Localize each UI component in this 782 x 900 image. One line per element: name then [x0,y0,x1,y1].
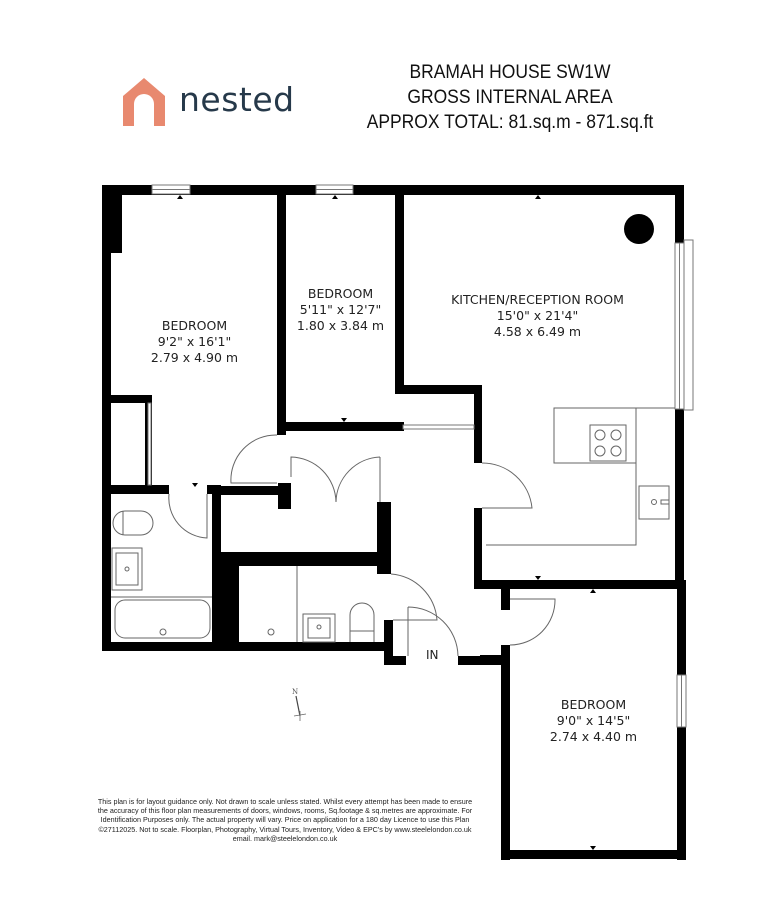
compass-icon: N [285,686,315,730]
room-bedroom-3: BEDROOM 9'0" x 14'5" 2.74 x 4.40 m [510,697,677,745]
room-imperial: 15'0" x 21'4" [496,308,579,323]
walls [102,185,686,860]
windows [147,184,694,728]
room-metric: 2.74 x 4.40 m [549,729,638,744]
property-name: BRAMAH HOUSE SW1W [409,62,611,83]
area-label: GROSS INTERNAL AREA [407,87,613,108]
room-metric: 2.79 x 4.90 m [150,350,239,365]
room-bedroom-2: BEDROOM 5'11" x 12'7" 1.80 x 3.84 m [286,286,395,334]
disclaimer-line: email. mark@steelelondon.co.uk [232,833,338,843]
brand-name: nested [179,79,295,119]
room-metric: 1.80 x 3.84 m [296,318,385,333]
room-name: BEDROOM [560,697,627,712]
fixtures [111,407,675,657]
compass-north: N [292,688,298,696]
disclaimer-line: the accuracy of this floor plan measurem… [97,806,473,816]
room-name: BEDROOM [307,286,374,301]
room-name: BEDROOM [161,318,228,333]
dimension-markers [177,195,596,850]
room-kitchen-reception: KITCHEN/RECEPTION ROOM 15'0" x 21'4" 4.5… [420,292,655,340]
room-bedroom-1: BEDROOM 9'2" x 16'1" 2.79 x 4.90 m [122,318,267,366]
disclaimer-line: ©27112025. Not to scale. Floorplan, Phot… [98,824,472,834]
room-imperial: 5'11" x 12'7" [299,302,382,317]
plan-header: BRAMAH HOUSE SW1W GROSS INTERNAL AREA AP… [344,60,675,135]
room-imperial: 9'0" x 14'5" [556,713,631,728]
house-icon [123,78,165,126]
area-total: APPROX TOTAL: 81.sq.m - 871.sq.ft [366,112,654,133]
disclaimer-line: This plan is for layout guidance only. N… [97,797,473,806]
room-name: KITCHEN/RECEPTION ROOM [451,292,624,307]
disclaimer-line: Identification Purposes only. The actual… [100,815,470,825]
room-imperial: 9'2" x 16'1" [157,334,232,349]
nested-logo: nested [121,76,295,128]
entrance-label: IN [426,648,439,662]
disclaimer: This plan is for layout guidance only. N… [95,797,475,843]
room-metric: 4.58 x 6.49 m [493,324,582,339]
